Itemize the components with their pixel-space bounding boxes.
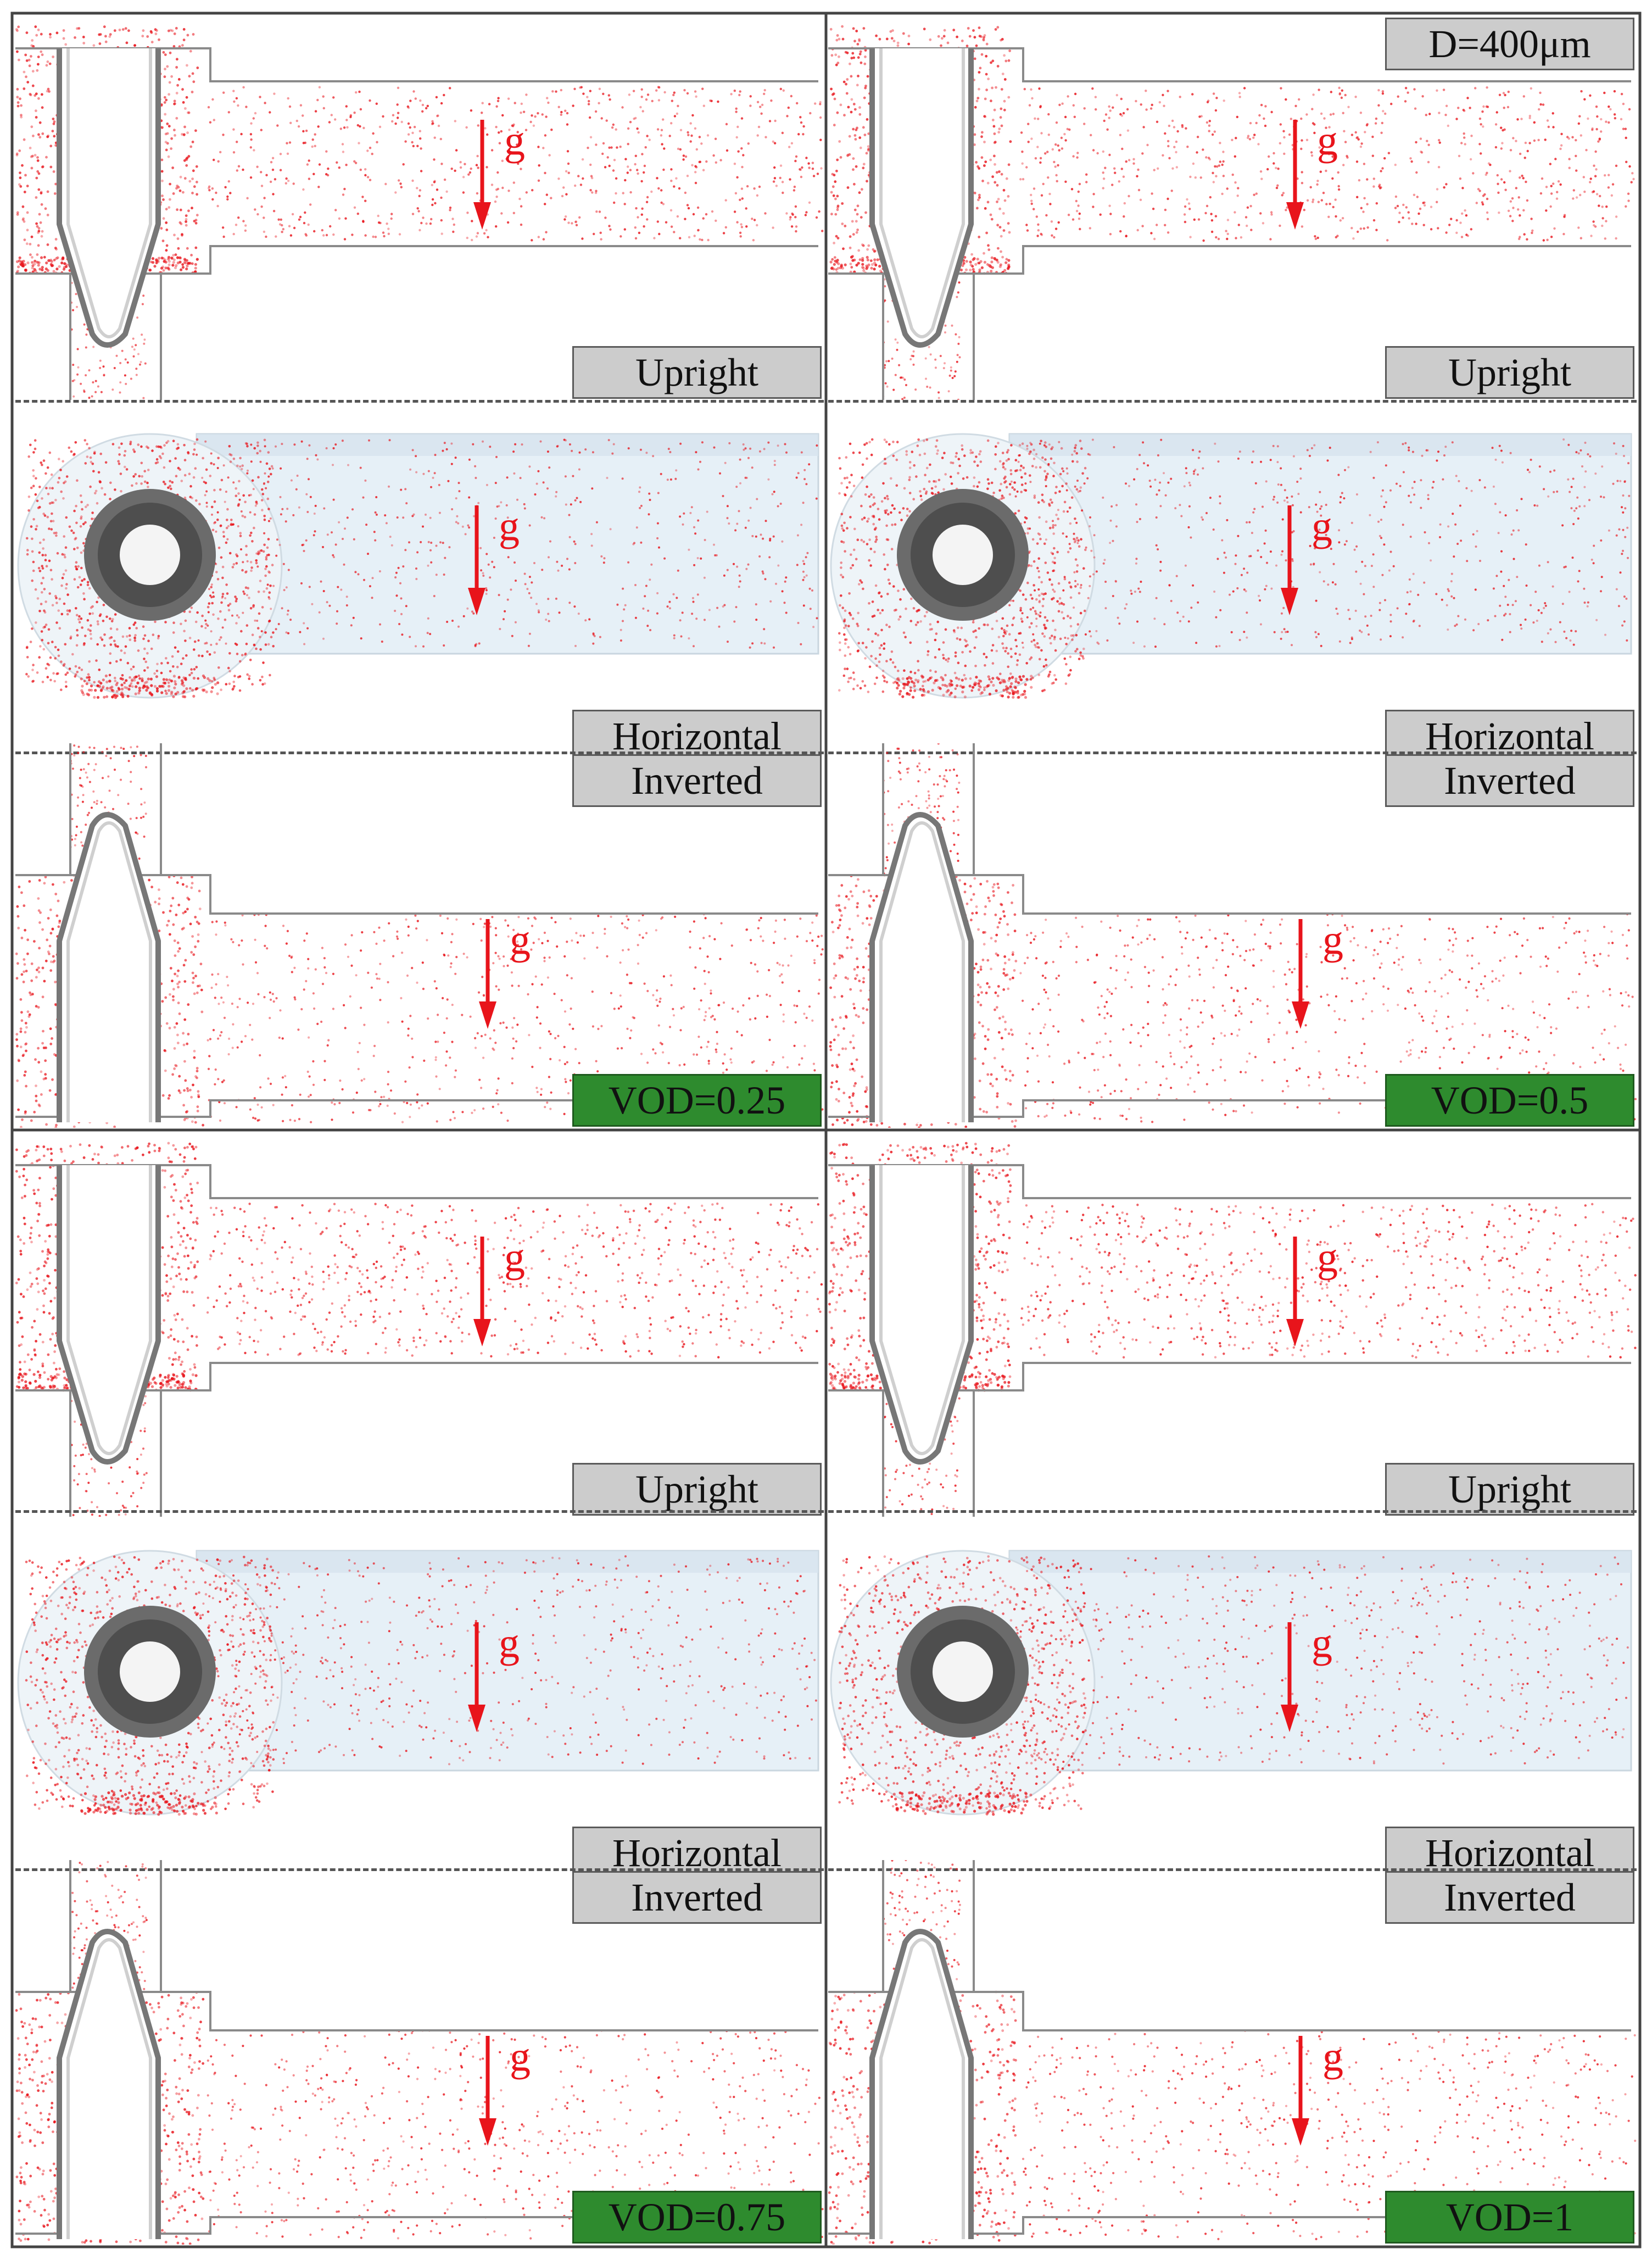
upright-schematic xyxy=(15,1142,823,1517)
orientation-label-inverted: Inverted xyxy=(1385,754,1634,807)
gravity-label: g xyxy=(1317,118,1338,164)
panel-upright: D=400μm Upright g xyxy=(828,15,1637,400)
gravity-label: g xyxy=(1317,1234,1338,1281)
cell-vod-075: Upright g Horizontal g Inverted VOD=0.75… xyxy=(15,1132,824,2245)
gravity-label: g xyxy=(1311,1620,1332,1666)
panel-horizontal: Horizontal g xyxy=(15,379,824,764)
orientation-label-inverted: Inverted xyxy=(572,1871,822,1924)
gravity-label: g xyxy=(1322,917,1343,963)
panel-divider xyxy=(15,1510,824,1513)
upright-schematic xyxy=(15,25,824,400)
panel-horizontal: Horizontal g xyxy=(828,1496,1637,1880)
upright-schematic xyxy=(828,25,1635,400)
vod-label: VOD=0.75 xyxy=(572,2191,822,2244)
orientation-label-upright: Upright xyxy=(572,1463,822,1516)
orientation-label-upright: Upright xyxy=(1385,1463,1634,1516)
vod-label: VOD=0.25 xyxy=(572,1074,822,1127)
orientation-label-inverted: Inverted xyxy=(572,754,822,807)
inverted-schematic xyxy=(15,1860,824,2245)
panel-divider xyxy=(828,752,1637,754)
gravity-label: g xyxy=(499,1620,520,1666)
panel-inverted: Inverted VOD=0.75 g xyxy=(15,1860,824,2245)
panel-divider xyxy=(828,1510,1637,1513)
panel-inverted: Inverted VOD=0.25 g xyxy=(15,743,824,1128)
gravity-label: g xyxy=(510,917,531,963)
horizontal-schematic xyxy=(17,1550,819,1816)
gravity-label: g xyxy=(504,1234,525,1281)
panel-divider xyxy=(15,400,824,403)
gravity-label: g xyxy=(1311,503,1332,549)
cell-vod-025: Upright g Horizontal g Inverted VOD=0.25… xyxy=(15,15,824,1128)
inverted-schematic xyxy=(828,743,1637,1128)
horizontal-schematic xyxy=(830,433,1632,699)
upright-schematic xyxy=(828,1142,1637,1517)
panel-divider xyxy=(828,1868,1637,1871)
panel-divider xyxy=(15,752,824,754)
vod-label: VOD=1 xyxy=(1385,2191,1634,2244)
panel-horizontal: Horizontal g xyxy=(828,379,1637,764)
horizontal-schematic xyxy=(830,1550,1632,1816)
gravity-label: g xyxy=(499,503,520,549)
inverted-schematic xyxy=(828,1860,1637,2245)
vod-label: VOD=0.5 xyxy=(1385,1074,1634,1127)
panel-upright: Upright g xyxy=(15,15,824,400)
diameter-label: D=400μm xyxy=(1385,18,1634,70)
horizontal-schematic xyxy=(17,433,819,699)
cell-vod-1: Upright g Horizontal g Inverted VOD=1 g xyxy=(828,1132,1637,2245)
panel-horizontal: Horizontal g xyxy=(15,1496,824,1880)
orientation-label-inverted: Inverted xyxy=(1385,1871,1634,1924)
panel-upright: Upright g xyxy=(15,1132,824,1517)
panel-inverted: Inverted VOD=0.5 g xyxy=(828,743,1637,1128)
gravity-label: g xyxy=(510,2034,531,2080)
panel-divider xyxy=(828,400,1637,403)
gravity-label: g xyxy=(1322,2034,1343,2080)
orientation-label-upright: Upright xyxy=(572,346,822,399)
panel-divider xyxy=(15,1868,824,1871)
cell-vod-05: D=400μm Upright g Horizontal g Inverted … xyxy=(828,15,1637,1128)
panel-upright: Upright g xyxy=(828,1132,1637,1517)
gravity-label: g xyxy=(504,118,525,164)
orientation-label-upright: Upright xyxy=(1385,346,1634,399)
panel-inverted: Inverted VOD=1 g xyxy=(828,1860,1637,2245)
